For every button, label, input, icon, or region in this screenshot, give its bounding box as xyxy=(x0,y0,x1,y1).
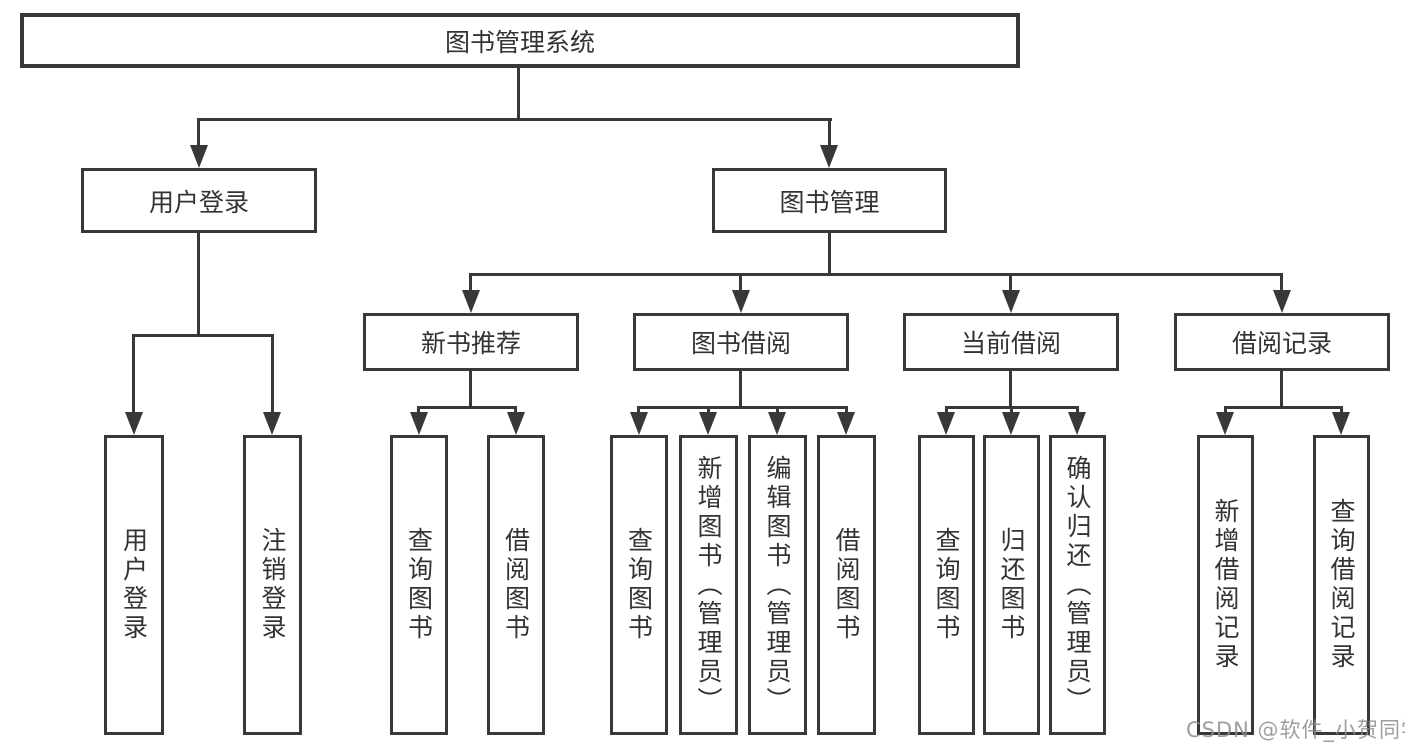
leaf-query-book-borrow: 查询图书 xyxy=(610,435,668,735)
leaf-user-login: 用户登录 xyxy=(104,435,164,735)
connector-leaf-user-login-shaft xyxy=(132,334,135,412)
arrow-leaf-edit-book xyxy=(768,412,786,435)
arrow-leaf-add-book xyxy=(699,412,717,435)
leaf-query-book-current: 查询图书 xyxy=(918,435,975,735)
leaf-query-borrow-record-label: 查询借阅记录 xyxy=(1327,498,1356,672)
connector-leaf-shaft xyxy=(776,406,779,414)
arrow-leaf-user-login xyxy=(125,412,143,435)
arrow-leaf-query-borrow-record xyxy=(1332,412,1350,435)
csdn-watermark: CSDN @软件_小贺同学 xyxy=(1186,718,1405,742)
connector-leaf-shaft xyxy=(845,406,848,414)
connector-new-book-leaf-branch xyxy=(417,406,517,409)
connector-leaf-shaft xyxy=(1010,406,1013,414)
leaf-return-book: 归还图书 xyxy=(983,435,1040,735)
connector-user-login-stub xyxy=(197,233,200,337)
arrow-book-management xyxy=(820,145,838,168)
leaf-add-borrow-record-label: 新增借阅记录 xyxy=(1211,498,1240,672)
arrow-borrow-record xyxy=(1273,290,1291,313)
node-current-borrow: 当前借阅 xyxy=(903,313,1119,371)
node-new-book-recommend-label: 新书推荐 xyxy=(420,329,521,358)
connector-leaf-shaft xyxy=(514,406,517,414)
connector-leaf-shaft xyxy=(417,406,420,414)
connector-book-management-stub xyxy=(828,233,831,275)
connector-new-book-shaft xyxy=(469,273,472,294)
arrow-leaf-query-book-borrow xyxy=(630,412,648,435)
connector-level2-branch xyxy=(197,118,832,121)
arrow-leaf-confirm-return xyxy=(1068,412,1086,435)
leaf-add-borrow-record: 新增借阅记录 xyxy=(1197,435,1254,735)
leaf-query-book-recommend-label: 查询图书 xyxy=(404,527,434,643)
arrow-leaf-return-book xyxy=(1002,412,1020,435)
connector-book-borrow-stub xyxy=(739,371,742,408)
arrow-user-login xyxy=(190,145,208,168)
leaf-borrow-book-label: 借阅图书 xyxy=(832,527,861,643)
node-root-label: 图书管理系统 xyxy=(444,27,595,57)
connector-current-borrow-shaft xyxy=(1009,273,1012,294)
node-user-login: 用户登录 xyxy=(81,168,317,233)
arrow-leaf-logout xyxy=(263,412,281,435)
arrow-leaf-query-book-recommend xyxy=(410,412,428,435)
connector-root-stub xyxy=(517,68,520,120)
connector-borrow-record-leaf-branch xyxy=(1224,406,1343,409)
connector-level3-branch xyxy=(469,273,1283,276)
connector-book-borrow-shaft xyxy=(739,273,742,294)
node-current-borrow-label: 当前借阅 xyxy=(960,329,1061,358)
leaf-query-borrow-record: 查询借阅记录 xyxy=(1313,435,1370,735)
leaf-confirm-return-admin-label: 确认归还（管理员） xyxy=(1063,454,1092,716)
node-borrow-record: 借阅记录 xyxy=(1174,313,1390,371)
leaf-edit-book-admin-label: 编辑图书（管理员） xyxy=(763,454,792,716)
arrow-current-borrow xyxy=(1002,290,1020,313)
arrow-leaf-borrow-book-recommend xyxy=(507,412,525,435)
connector-book-management-shaft xyxy=(828,118,831,148)
leaf-add-book-admin: 新增图书（管理员） xyxy=(679,435,738,735)
connector-book-borrow-leaf-branch xyxy=(637,406,848,409)
connector-leaf-shaft xyxy=(1224,406,1227,414)
leaf-query-book-recommend: 查询图书 xyxy=(390,435,448,735)
leaf-borrow-book-recommend: 借阅图书 xyxy=(487,435,545,735)
leaf-borrow-book: 借阅图书 xyxy=(817,435,876,735)
connector-leaf-shaft xyxy=(1076,406,1079,414)
arrow-leaf-borrow-book xyxy=(837,412,855,435)
arrow-new-book xyxy=(462,290,480,313)
node-book-borrow-label: 图书借阅 xyxy=(690,329,791,358)
connector-user-login-shaft xyxy=(197,118,200,148)
node-book-management: 图书管理 xyxy=(712,168,947,233)
connector-leaf-shaft xyxy=(707,406,710,414)
leaf-return-book-label: 归还图书 xyxy=(997,527,1026,643)
arrow-leaf-add-borrow-record xyxy=(1216,412,1234,435)
node-borrow-record-label: 借阅记录 xyxy=(1231,329,1332,358)
node-user-login-label: 用户登录 xyxy=(148,187,249,217)
node-book-management-label: 图书管理 xyxy=(779,187,880,217)
leaf-logout: 注销登录 xyxy=(243,435,302,735)
connector-new-book-stub xyxy=(469,371,472,408)
leaf-query-book-borrow-label: 查询图书 xyxy=(624,527,654,643)
arrow-book-borrow xyxy=(732,290,750,313)
leaf-add-book-admin-label: 新增图书（管理员） xyxy=(694,454,723,716)
connector-leaf-shaft xyxy=(637,406,640,414)
leaf-logout-label: 注销登录 xyxy=(258,527,287,643)
arrow-leaf-query-book-current xyxy=(937,412,955,435)
node-new-book-recommend: 新书推荐 xyxy=(363,313,579,371)
leaf-confirm-return-admin: 确认归还（管理员） xyxy=(1049,435,1106,735)
connector-borrow-record-shaft xyxy=(1280,273,1283,294)
connector-user-login-branch xyxy=(133,334,274,337)
connector-leaf-shaft xyxy=(1340,406,1343,414)
connector-leaf-logout-shaft xyxy=(271,334,274,412)
connector-current-borrow-stub xyxy=(1009,371,1012,408)
node-root: 图书管理系统 xyxy=(20,13,1020,68)
leaf-query-book-current-label: 查询图书 xyxy=(932,527,961,643)
leaf-edit-book-admin: 编辑图书（管理员） xyxy=(748,435,807,735)
connector-leaf-shaft xyxy=(945,406,948,414)
leaf-borrow-book-recommend-label: 借阅图书 xyxy=(501,527,531,643)
leaf-user-login-label: 用户登录 xyxy=(119,527,149,643)
connector-borrow-record-stub xyxy=(1280,371,1283,408)
node-book-borrow: 图书借阅 xyxy=(633,313,849,371)
